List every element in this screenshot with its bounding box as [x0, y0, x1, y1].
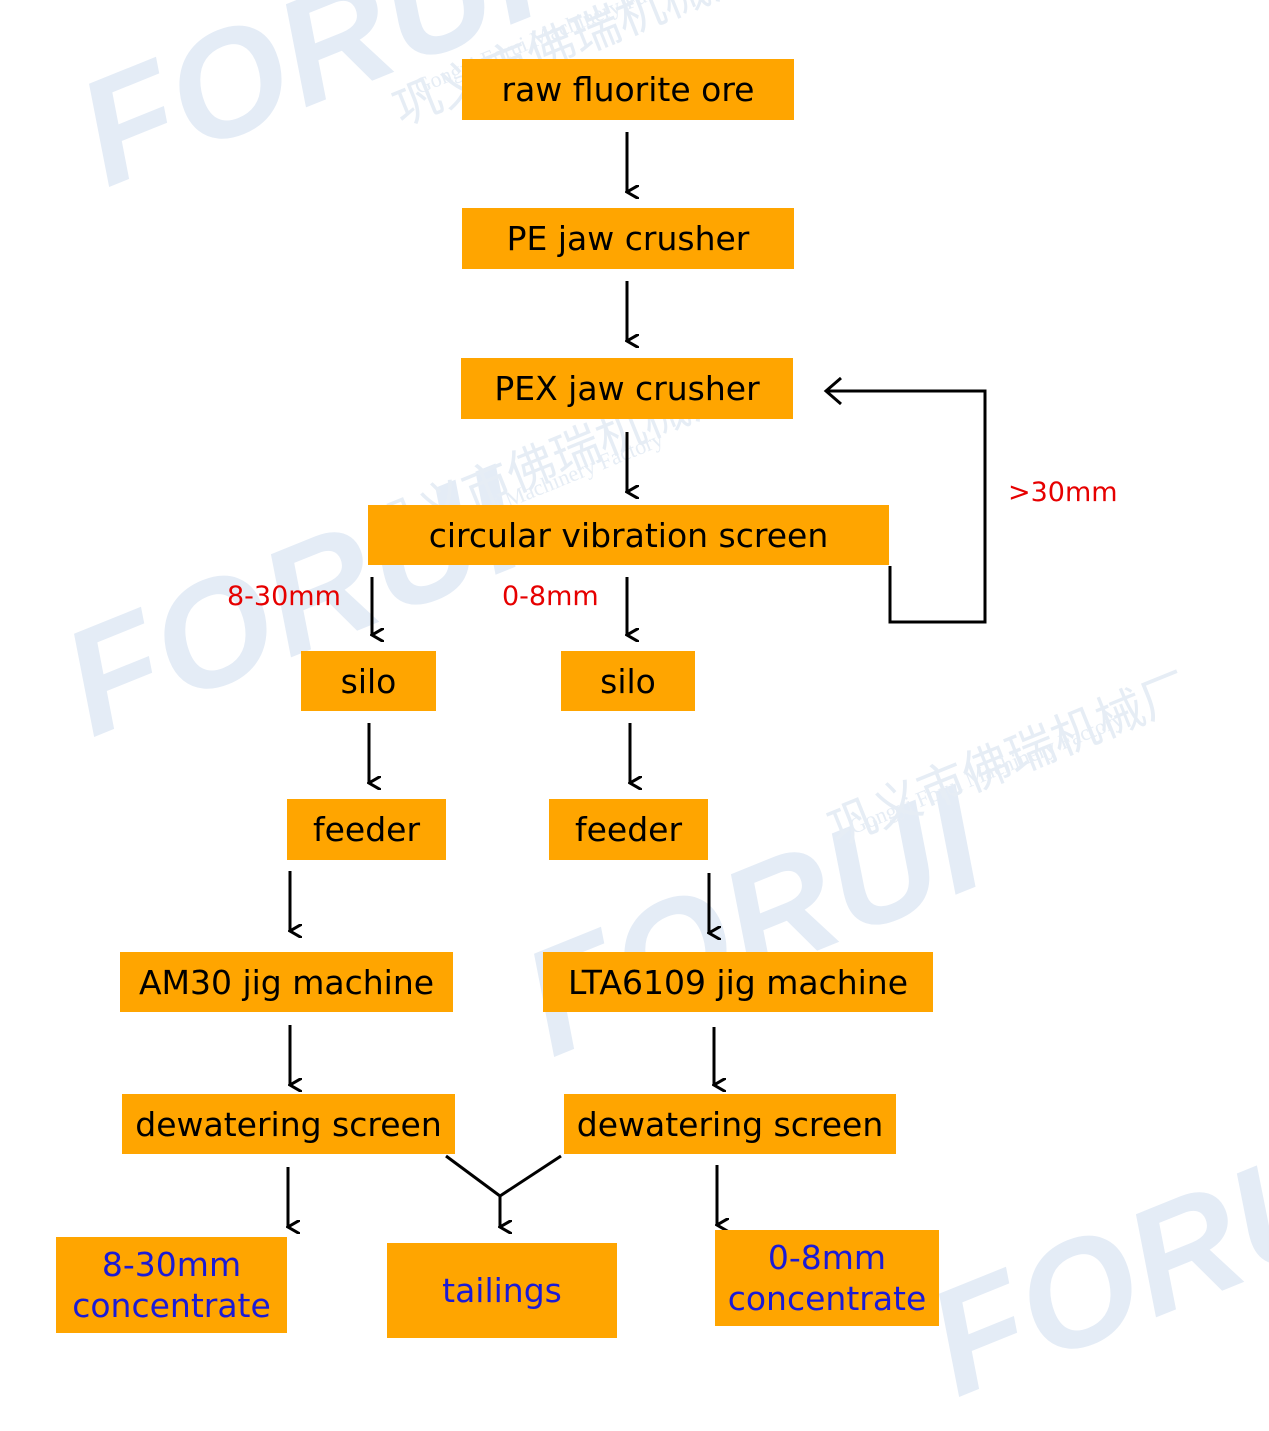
- node-circular-vibration-screen: circular vibration screen: [368, 505, 889, 565]
- node-silo-left: silo: [301, 651, 436, 711]
- arrow-oversize-head: [823, 376, 842, 406]
- connector-oversize-return: [826, 389, 987, 624]
- concentrate-label: concentrate: [72, 1286, 271, 1325]
- node-lta6109-jig-machine: LTA6109 jig machine: [543, 952, 933, 1012]
- node-silo-right: silo: [561, 651, 695, 711]
- node-am30-jig-machine: AM30 jig machine: [120, 952, 453, 1012]
- node-pe-jaw-crusher: PE jaw crusher: [462, 208, 794, 269]
- node-0-8mm-concentrate: 0-8mm concentrate: [715, 1230, 939, 1326]
- node-dewatering-screen-right: dewatering screen: [564, 1094, 896, 1154]
- node-feeder-right: feeder: [549, 799, 708, 860]
- connector-dewater-left-to-merge: [445, 1154, 501, 1198]
- connector-dewater-right-to-merge: [499, 1154, 562, 1198]
- node-feeder-left: feeder: [287, 799, 446, 860]
- concentrate-label: concentrate: [727, 1279, 927, 1318]
- node-pex-jaw-crusher: PEX jaw crusher: [461, 358, 793, 419]
- edge-label-8-30mm: 8-30mm: [227, 581, 341, 612]
- node-raw-fluorite-ore: raw fluorite ore: [462, 59, 794, 120]
- node-tailings: tailings: [387, 1243, 617, 1338]
- concentrate-size-label: 8-30mm: [101, 1244, 242, 1284]
- node-8-30mm-concentrate: 8-30mm concentrate: [56, 1237, 287, 1333]
- edge-label-0-8mm: 0-8mm: [502, 581, 599, 612]
- node-dewatering-screen-left: dewatering screen: [122, 1094, 455, 1154]
- edge-label-oversize: >30mm: [1008, 477, 1118, 508]
- concentrate-size-label: 0-8mm: [767, 1237, 887, 1277]
